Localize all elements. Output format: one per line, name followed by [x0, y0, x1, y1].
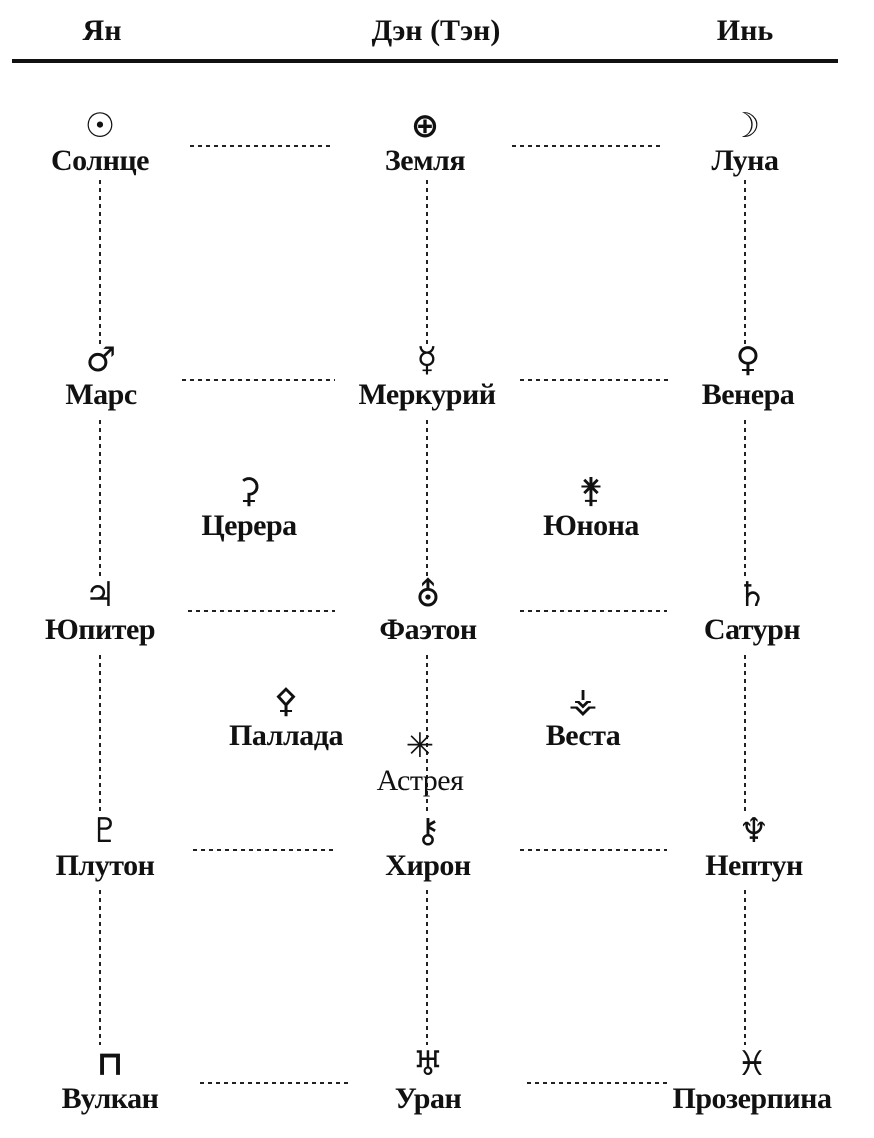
node-proserpina: ♓ Прозерпина: [673, 1045, 832, 1115]
node-pallas: ⚴ Паллада: [229, 682, 343, 752]
ceres-icon: ⚳: [236, 471, 262, 511]
node-saturn: ♄ Сатурн: [703, 575, 801, 646]
saturn-icon: ♄: [736, 575, 768, 615]
juno-icon: ⚵: [578, 471, 604, 511]
node-vesta: ⚶ Веста: [546, 682, 621, 752]
phaeton-label: Фаэтон: [379, 613, 477, 646]
node-venus: ♀ Венера: [702, 341, 795, 411]
mars-icon: ♂: [85, 340, 117, 380]
node-moon: ☽ Луна: [712, 107, 779, 177]
mercury-icon: ☿: [416, 340, 438, 380]
node-pluto: ♇ Плутон: [56, 812, 155, 882]
column-header-yin: Инь: [716, 14, 774, 47]
uranus-icon: ♅: [412, 1044, 444, 1084]
ceres-label: Церера: [201, 509, 297, 542]
node-chiron: ⚷ Хирон: [385, 811, 471, 882]
node-ceres: ⚳ Церера: [201, 471, 297, 542]
moon-label: Луна: [711, 144, 779, 177]
sun-label: Солнце: [51, 144, 150, 177]
node-astraea: ✳ Астрея: [377, 727, 464, 797]
mercury-label: Меркурий: [358, 378, 496, 411]
column-header-yang: Ян: [82, 14, 122, 47]
chiron-label: Хирон: [385, 849, 471, 882]
saturn-label: Сатурн: [703, 613, 801, 646]
astraea-label: Астрея: [376, 764, 464, 797]
pluto-icon: ♇: [89, 811, 121, 851]
node-vulcan: ⊓ Вулкан: [62, 1045, 159, 1115]
vesta-icon: ⚶: [568, 681, 598, 721]
moon-icon: ☽: [729, 106, 761, 146]
earth-icon: ⊕: [410, 106, 440, 146]
node-jupiter: ♃ Юпитер: [44, 575, 156, 646]
earth-label: Земля: [384, 144, 466, 177]
jupiter-label: Юпитер: [44, 613, 156, 646]
pluto-label: Плутон: [55, 849, 155, 882]
venus-label: Венера: [701, 378, 795, 411]
pallas-label: Паллада: [229, 719, 343, 752]
node-uranus: ♅ Уран: [395, 1045, 462, 1115]
astraea-icon: ✳: [405, 726, 435, 766]
mars-label: Марс: [65, 378, 137, 411]
node-sun: ☉ Солнце: [51, 106, 150, 177]
node-phaeton: ⛢ Фаэтон: [379, 575, 477, 646]
uranus-label: Уран: [394, 1082, 462, 1115]
neptune-label: Нептун: [705, 849, 803, 882]
pallas-icon: ⚴: [273, 681, 299, 721]
vulcan-icon: ⊓: [96, 1044, 124, 1084]
proserpina-label: Прозерпина: [672, 1082, 832, 1115]
node-juno: ⚵ Юнона: [543, 472, 639, 542]
neptune-icon: ♆: [738, 811, 770, 851]
node-mars: ♂ Марс: [65, 340, 137, 411]
phaeton-icon: ⛢: [415, 575, 441, 615]
venus-icon: ♀: [735, 340, 761, 380]
node-mercury: ☿ Меркурий: [358, 340, 496, 411]
proserpina-icon: ♓: [736, 1044, 768, 1084]
header-rule: [12, 59, 838, 63]
jupiter-icon: ♃: [84, 575, 116, 615]
node-earth: ⊕ Земля: [384, 106, 466, 177]
juno-label: Юнона: [543, 509, 639, 542]
sun-icon: ☉: [84, 106, 116, 146]
chiron-icon: ⚷: [415, 811, 441, 851]
column-header-den: Дэн (Тэн): [371, 14, 501, 47]
vesta-label: Веста: [545, 719, 621, 752]
vulcan-label: Вулкан: [61, 1082, 159, 1115]
node-neptune: ♆ Нептун: [705, 812, 803, 882]
